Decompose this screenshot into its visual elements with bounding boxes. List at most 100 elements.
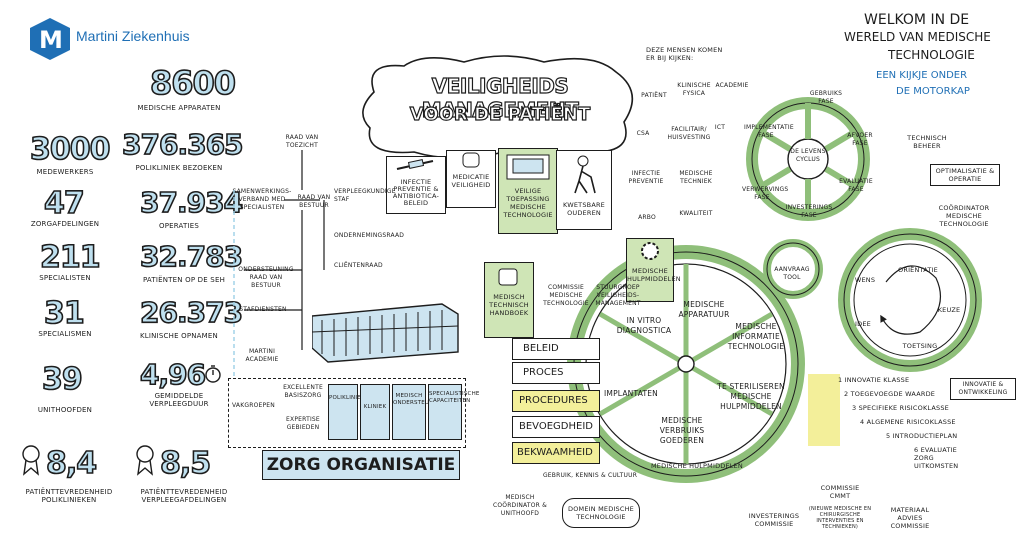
- welcome-line1: WELKOM IN DE: [864, 12, 970, 28]
- yellow-band: [808, 374, 840, 446]
- safety-title: VEILIGHEIDS MANAGEMENT: [421, 73, 579, 122]
- unit-specialistische: SPECIALISTISCHE CAPACITEITEN: [428, 384, 479, 440]
- wheel-arc-label: MEDISCHE HULPMIDDELEN: [651, 462, 743, 470]
- step-keuze: KEUZE: [937, 306, 961, 314]
- welcome-sub1: EEN KIJKJE ONDER: [876, 70, 968, 81]
- safety-cloud: [362, 55, 634, 159]
- aanvraag-gear: [763, 239, 823, 299]
- gebruik-kennis-cultuur: GEBRUIK, KENNIS & CULTUUR: [542, 472, 638, 479]
- stat-label: MEDEWERKERS: [36, 168, 94, 176]
- ribbon-bekwaamheid: BEKWAAMHEID: [512, 442, 600, 464]
- ribbon-beleid: BELEID: [512, 338, 600, 360]
- brand-name: Martini Ziekenhuis: [76, 28, 190, 44]
- zorg-organisatie-banner: ZORG ORGANISATIE: [262, 450, 460, 480]
- unit-medisch-ondersteunend: MEDISCH ONDERSTEUNEND: [392, 384, 446, 440]
- person-csa: CSA: [636, 130, 650, 137]
- fist-icon: [498, 268, 518, 286]
- welcome-sub2: DE MOTORKAP: [896, 86, 970, 97]
- stat-label: SPECIALISMEN: [38, 330, 92, 338]
- innovation-step: 1 INNOVATIE KLASSE: [838, 376, 910, 384]
- stat-label: MEDISCHE APPARATEN: [137, 104, 221, 112]
- ribbon-bevoegdheid: BEVOEGDHEID: [512, 416, 600, 438]
- martini-logo-icon: M: [30, 18, 70, 60]
- safety-item-veilige-toepassing: VEILIGE TOEPASSING MEDISCHE TECHNOLOGIE: [498, 148, 558, 234]
- ribbon-procedures: PROCEDURES: [512, 390, 600, 412]
- safety-subtitle: VOOR DE PATIËNT: [409, 103, 591, 125]
- expertise-gebieden: EXPERTISE GEBIEDEN: [286, 416, 320, 431]
- hulpmiddelen-tag: MEDISCHE HULPMIDDELEN: [626, 238, 681, 302]
- investerings-commissie: INVESTERINGS COMMISSIE: [748, 512, 800, 528]
- safety-item-medicatie: MEDICATIE VEILIGHEID: [446, 150, 496, 208]
- person-arbo: ARBO: [638, 214, 656, 221]
- stat-value: 376.365: [121, 127, 244, 162]
- unit-poliklinieken: POLIKLINIEKEN: [328, 384, 372, 440]
- person-academie: ACADEMIE: [715, 82, 749, 89]
- innovation-step: 4 ALGEMENE RISICOKLASSE: [860, 418, 956, 426]
- segment-in-vitro: IN VITRO DIAGNOSTICA: [616, 316, 672, 335]
- person-patient: PATIËNT: [641, 92, 667, 99]
- stat-value: 8,5: [159, 445, 212, 482]
- segment-implantaten: IMPLANTATEN: [604, 389, 658, 398]
- safety-item-infectie: INFECTIE PREVENTIE & ANTIBIOTICA-BELEID: [386, 156, 446, 214]
- innovatie-ontwikkeling: INNOVATIE & ONTWIKKELING: [950, 378, 1016, 400]
- materiaal-advies-commissie: MATERIAAL ADVIES COMMISSIE: [890, 506, 930, 530]
- vakgroepen: VAKGROEPEN: [232, 402, 275, 409]
- stat-label: OPERATIES: [159, 222, 199, 230]
- stat-value: 4,96: [139, 357, 207, 392]
- hospital-building: [312, 303, 459, 363]
- ondernemingsraad: ONDERNEMINGSRAAD: [334, 232, 405, 239]
- stat-value: 39: [41, 361, 83, 398]
- segment-verbruiks: MEDISCHE VERBRUIKS GOEDEREN: [659, 416, 705, 445]
- welcome-line3: TECHNOLOGIE: [888, 48, 975, 62]
- innovation-step: 3 SPECIFIEKE RISICOKLASSE: [852, 404, 949, 412]
- stat-value: 3000: [29, 131, 111, 168]
- verpleegkundige-staf: VERPLEEGKUNDIGE STAF: [334, 188, 396, 203]
- clientenraad: CLIËNTENRAAD: [334, 262, 383, 269]
- rosette-icon: [136, 445, 154, 476]
- excellente-basiszorg: EXCELLENTE BASISZORG: [283, 384, 323, 399]
- rosette-icon: [22, 445, 40, 476]
- svg-text:M: M: [39, 26, 63, 54]
- innovation-step: 2 TOEGEVOEGDE WAARDE: [844, 390, 936, 398]
- brand-logo: M Martini Ziekenhuis: [26, 16, 226, 60]
- step-wens: WENS: [854, 276, 876, 284]
- stat-label: POLIKLINIEK BEZOEKEN: [135, 164, 223, 172]
- lifecycle-center: DE LEVENS CYCLUS: [790, 148, 826, 163]
- domein-medische-technologie: DOMEIN MEDISCHE TECHNOLOGIE: [562, 498, 640, 528]
- segment-steriliseren: TE STERILISEREN MEDISCHE HULPMIDDELEN: [717, 382, 785, 411]
- stat-value: 37.934: [139, 185, 244, 220]
- lifecycle-phase-verwervings: VERWERVINGS FASE: [742, 186, 789, 201]
- unit-kliniek: KLINIEK: [360, 384, 390, 440]
- step-toetsing: TOETSING: [902, 342, 938, 350]
- segment-apparatuur: MEDISCHE APPARATUUR: [678, 300, 730, 319]
- person-facilitair: FACILITAIR/ HUISVESTING: [667, 126, 711, 141]
- person-klinische-fysica: KLINISCHE FYSICA: [677, 82, 711, 97]
- pill-icon: [462, 152, 480, 168]
- stuurgroep: STUURGROEP VEILIGHEIDS-MANAGEMENT: [595, 284, 641, 307]
- handboek-tag: MEDISCH TECHNISCH HANDBOEK: [484, 262, 534, 338]
- lifecycle-phase-gebruik: GEBRUIKS FASE: [809, 90, 843, 105]
- step-idee: IDEE: [855, 320, 871, 328]
- coordinator-mt: COÖRDINATOR MEDISCHE TECHNOLOGIE: [938, 204, 990, 228]
- monitor-icon: [506, 154, 550, 180]
- stat-label: PATIËNTTEVREDENHEID VERPLEEGAFDELINGEN: [140, 488, 228, 504]
- stat-value: 211: [39, 239, 101, 276]
- innovation-gear: [838, 228, 982, 372]
- stat-value: 26.373: [139, 295, 244, 330]
- samenwerkingsverband: SAMENWERKINGS-VERBAND MED SPECIALISTEN: [232, 188, 292, 211]
- martini-academie: MARTINI ACADEMIE: [245, 348, 279, 363]
- lifecycle-phase-evaluatie: EVALUATIE FASE: [839, 178, 873, 193]
- stat-label: ZORGAFDELINGEN: [30, 220, 100, 228]
- stat-value: 32.783: [139, 239, 244, 274]
- stopwatch-icon: [205, 365, 221, 383]
- innovation-list: 1 INNOVATIE KLASSE 2 TOEGEVOEGDE WAARDE …: [838, 376, 978, 470]
- stat-value: 31: [43, 295, 85, 332]
- org-connector-lines: [233, 150, 325, 380]
- stat-value: 47: [43, 185, 85, 222]
- stat-label: KLINISCHE OPNAMEN: [140, 332, 218, 340]
- innovation-step: 5 INTRODUCTIEPLAN: [886, 432, 958, 440]
- innovation-step: 6 EVALUATIE ZORG UITKOMSTEN: [914, 446, 959, 470]
- stat-value: 8600: [149, 63, 237, 103]
- person-infectie: INFECTIE PREVENTIE: [628, 170, 664, 185]
